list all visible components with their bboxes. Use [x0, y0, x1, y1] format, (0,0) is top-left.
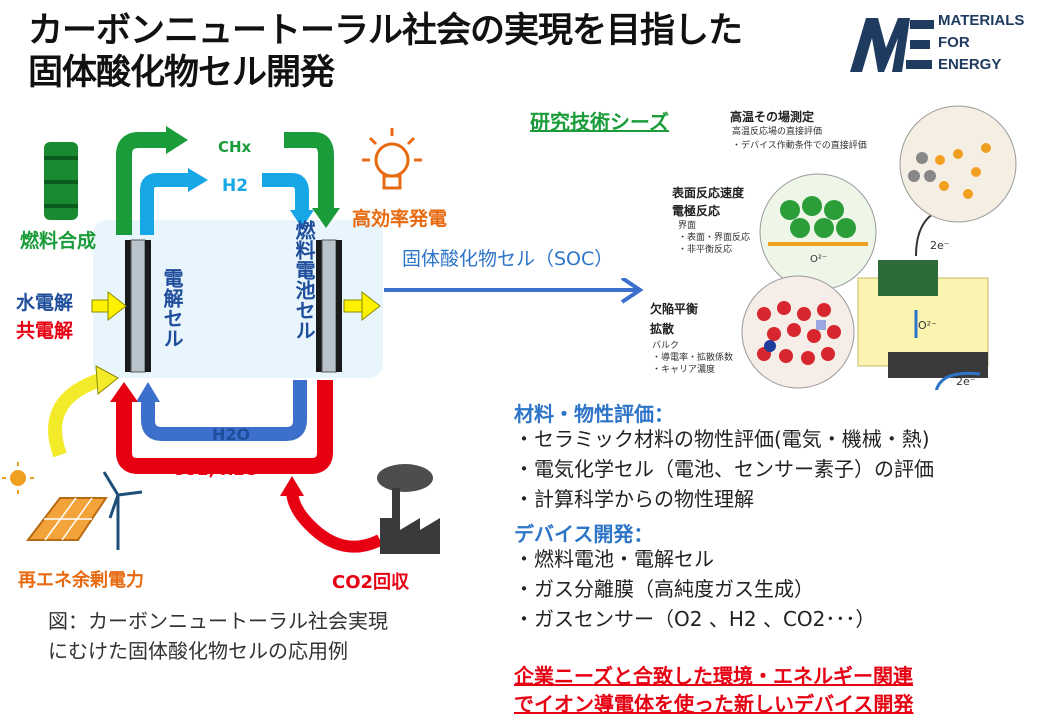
oxide-ion-label-2: O²⁻: [918, 319, 937, 332]
surface-heading2: 電極反応: [672, 204, 721, 218]
renewable-arrow: [48, 365, 119, 458]
chx-label: CHx: [218, 138, 251, 156]
co-electrolysis-label: 共電解: [16, 320, 74, 342]
surface-heading1: 表面反応速度: [672, 186, 745, 200]
title-line2: 固体酸化物セル開発: [28, 53, 335, 93]
in-situ-heading: 高温その場測定: [730, 110, 815, 124]
fuel-barrel-icon: [44, 142, 78, 220]
co2-h2o-label: CO2, H2O: [172, 460, 259, 479]
materials-list: ・セラミック材料の物性評価(電気・機械・熱) ・電気化学セル（電池、センサー素子…: [514, 424, 934, 514]
electrolysis-cell-label: 電解セル: [160, 268, 184, 348]
electrolysis-label: 水電解: [16, 292, 74, 314]
factory-icon: [377, 464, 440, 554]
title-line1: カーボンニュートーラル社会の実現を目指した: [28, 11, 743, 51]
co2-recovery-label: CO2回収: [332, 572, 410, 593]
page-title: カーボンニュートーラル社会の実現を目指した 固体酸化物セル開発: [28, 10, 743, 94]
soc-diagram: [2, 126, 480, 554]
conclusion-line1: 企業ニーズと合致した環境・エネルギー関連: [514, 664, 913, 688]
devices-item: ・ガス分離膜（高純度ガス生成）: [514, 577, 814, 601]
conclusion-line2: でイオン導電体を使った新しいデバイス開発: [514, 692, 914, 716]
wind-turbine-icon: [102, 471, 143, 550]
defect-sub1: バルク: [652, 341, 680, 351]
logo-mark-icon: [850, 18, 934, 72]
sun-icon: [2, 462, 34, 494]
defect-sub2: ・導電率・拡散係数: [652, 353, 734, 363]
h2o-arrow: [136, 380, 307, 441]
defect-sub3: ・キャリア濃度: [652, 365, 716, 375]
chx-text: CHx: [218, 138, 252, 156]
caption-line2: にむけた固体酸化物セルの応用例: [48, 639, 348, 663]
soc-label: 固体酸化物セル（SOC）: [402, 248, 614, 270]
oxide-ion-label-1: O²⁻: [810, 254, 828, 265]
defect-heading2: 拡散: [650, 322, 675, 336]
co2-arrow: [110, 380, 333, 474]
in-situ-sub2: ・デバイス作動条件での直接評価: [732, 141, 867, 151]
h2-arrow-right: [262, 173, 314, 228]
conclusion: 企業ニーズと合致した環境・エネルギー関連 でイオン導電体を使った新しいデバイス開…: [514, 662, 913, 718]
fuel-cell-stack: [316, 239, 342, 373]
power-in-arrow: [91, 290, 127, 322]
defect-heading1: 欠陥平衡: [650, 302, 699, 316]
high-eff-power-label: 高効率発電: [352, 208, 448, 230]
soc-arrowhead-icon: [470, 278, 644, 304]
devices-heading: デバイス開発：: [514, 522, 654, 546]
electron-label-2: 2e⁻: [956, 375, 976, 388]
devices-list: ・燃料電池・電解セル ・ガス分離膜（高純度ガス生成） ・ガスセンサー（O2 、H…: [514, 544, 875, 634]
surface-sub1: 界面: [678, 221, 697, 231]
materials-item: ・計算科学からの物性理解: [514, 487, 754, 511]
materials-heading: 材料・物性評価：: [514, 402, 674, 426]
in-situ-sub1: 高温反応場の直接評価: [732, 127, 823, 137]
devices-item: ・燃料電池・電解セル: [514, 547, 714, 571]
electrolysis-cell: [125, 239, 151, 373]
renewable-label: 再エネ余剰電力: [18, 570, 144, 591]
logo-line3: ENERGY: [938, 56, 1002, 73]
power-out-arrow: [343, 290, 381, 322]
caption-line1: 図：カーボンニュートーラル社会実現: [48, 609, 388, 633]
research-illustration: [741, 105, 1017, 390]
chx-arrow-right: [284, 132, 340, 228]
chx-arrow-left: [116, 126, 188, 235]
research-title: 研究技術シーズ: [530, 110, 669, 134]
h2o-label: H2O: [212, 425, 251, 444]
materials-item: ・電気化学セル（電池、センサー素子）の評価: [514, 457, 934, 481]
co2-recovery-arrow: [280, 476, 383, 553]
materials-item: ・セラミック材料の物性評価(電気・機械・熱): [514, 427, 930, 451]
logo: MATERIALS FOR ENERGY: [846, 10, 1031, 80]
solar-panel-icon: [25, 497, 108, 541]
fuel-synthesis-label: 燃料合成: [20, 230, 97, 252]
devices-item: ・ガスセンサー（O2 、H2 、CO2･･･）: [514, 607, 876, 631]
figure-caption: 図：カーボンニュートーラル社会実現 にむけた固体酸化物セルの応用例: [48, 606, 388, 666]
fuel-cell-label: 燃料電池セル: [292, 220, 316, 340]
surface-sub3: ・非平衡反応: [678, 245, 733, 255]
logo-line1: MATERIALS: [938, 12, 1025, 29]
surface-sub2: ・表面・界面反応: [678, 233, 751, 243]
h2-arrow-left: [140, 168, 208, 235]
electron-label-1: 2e⁻: [930, 239, 950, 252]
logo-line2: FOR: [938, 34, 970, 51]
h2-label: H2: [222, 176, 249, 196]
lightbulb-icon: [362, 128, 422, 190]
